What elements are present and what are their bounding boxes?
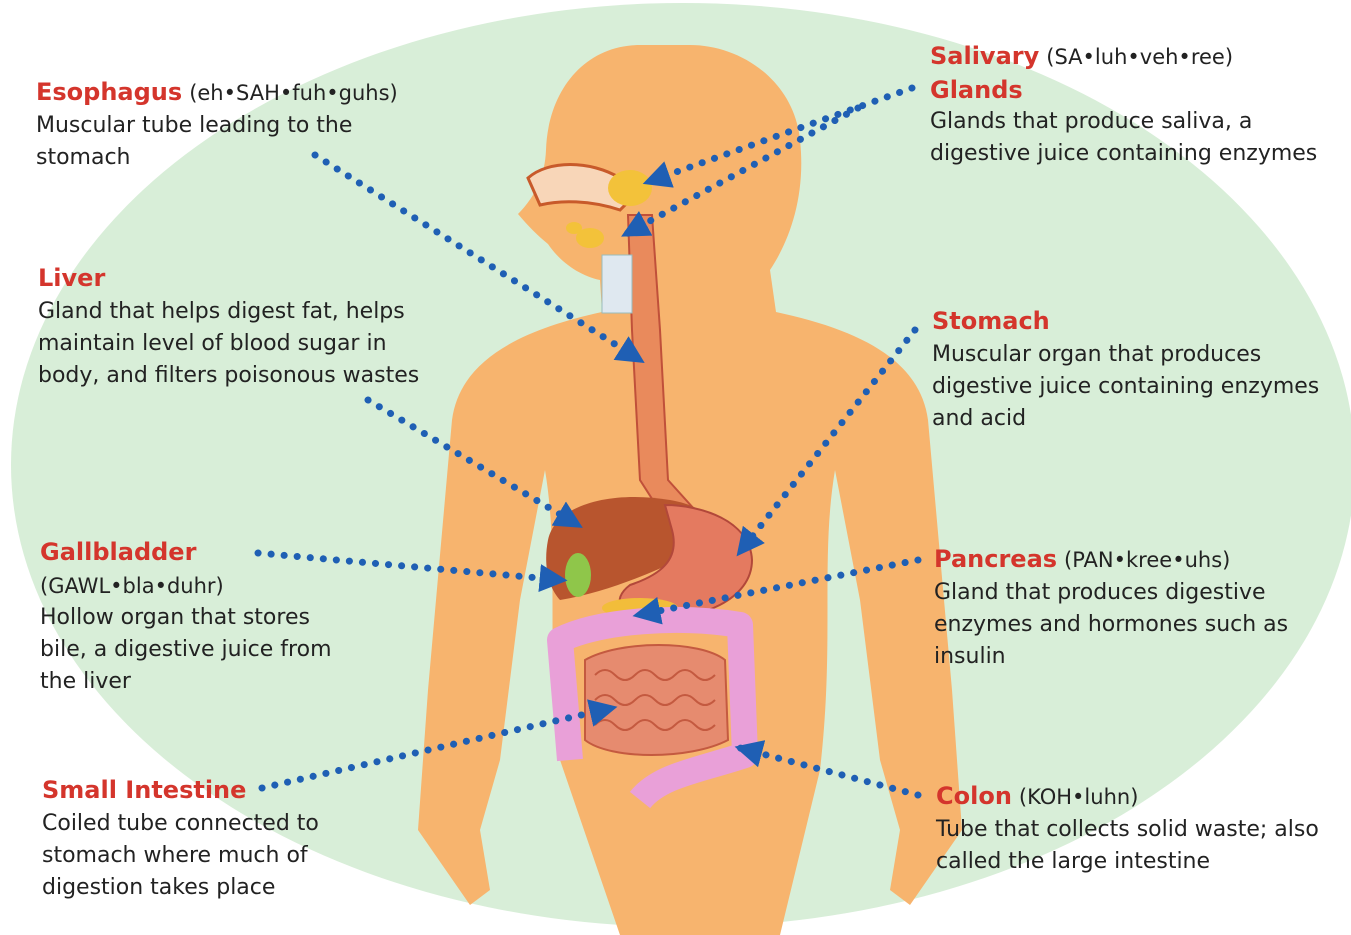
desc-small-intestine-1: Coiled tube connected to [42,808,362,840]
term-stomach: Stomach [932,307,1050,335]
desc-stomach-1: Muscular organ that produces [932,339,1342,371]
desc-colon-2: called the large intestine [936,846,1336,878]
term-liver: Liver [38,264,105,292]
desc-pancreas-2: enzymes and hormones such as [934,609,1334,641]
trachea [602,255,632,313]
term-salivary: Salivary [930,42,1039,70]
desc-liver-2: maintain level of blood sugar in [38,328,438,360]
term-colon: Colon [936,782,1012,810]
salivary-gland-tiny [566,222,582,234]
desc-esophagus-2: stomach [36,142,416,174]
pron-gallbladder: (GAWL•bla•duhr) [40,570,360,602]
pron-colon: (KOH•luhn) [1019,785,1138,809]
label-colon: Colon (KOH•luhn) Tube that collects soli… [936,780,1336,878]
label-pancreas: Pancreas (PAN•kree•uhs) Gland that produ… [934,543,1334,673]
pron-pancreas: (PAN•kree•uhs) [1064,548,1230,572]
desc-colon-1: Tube that collects solid waste; also [936,814,1336,846]
term-esophagus: Esophagus [36,78,182,106]
term-gallbladder: Gallbladder [40,538,196,566]
desc-gallbladder-3: the liver [40,666,360,698]
term-pancreas: Pancreas [934,545,1057,573]
gallbladder-organ [565,553,591,597]
desc-esophagus-1: Muscular tube leading to the [36,110,416,142]
pron-esophagus: (eh•SAH•fuh•guhs) [189,81,398,105]
salivary-gland [608,170,652,206]
label-esophagus: Esophagus (eh•SAH•fuh•guhs) Muscular tub… [36,76,416,174]
desc-pancreas-3: insulin [934,641,1334,673]
desc-pancreas-1: Gland that produces digestive [934,577,1334,609]
label-gallbladder: Gallbladder (GAWL•bla•duhr) Hollow organ… [40,536,360,698]
label-stomach: Stomach Muscular organ that produces dig… [932,305,1342,435]
desc-stomach-3: and acid [932,403,1342,435]
label-salivary-glands: Salivary (SA•luh•veh•ree) Glands Glands … [930,40,1340,170]
desc-salivary-2: digestive juice containing enzymes [930,138,1340,170]
desc-liver-1: Gland that helps digest fat, helps [38,296,438,328]
desc-liver-3: body, and filters poisonous wastes [38,360,438,392]
label-small-intestine: Small Intestine Coiled tube connected to… [42,774,362,904]
term-small-intestine: Small Intestine [42,776,246,804]
desc-small-intestine-3: digestion takes place [42,872,362,904]
term-glands: Glands [930,74,1340,106]
desc-salivary-1: Glands that produce saliva, a [930,106,1340,138]
label-liver: Liver Gland that helps digest fat, helps… [38,262,438,392]
desc-small-intestine-2: stomach where much of [42,840,362,872]
desc-gallbladder-1: Hollow organ that stores [40,602,360,634]
desc-gallbladder-2: bile, a digestive juice from [40,634,360,666]
small-intestine-organ [585,645,728,755]
pron-salivary: (SA•luh•veh•ree) [1046,45,1233,69]
desc-stomach-2: digestive juice containing enzymes [932,371,1342,403]
